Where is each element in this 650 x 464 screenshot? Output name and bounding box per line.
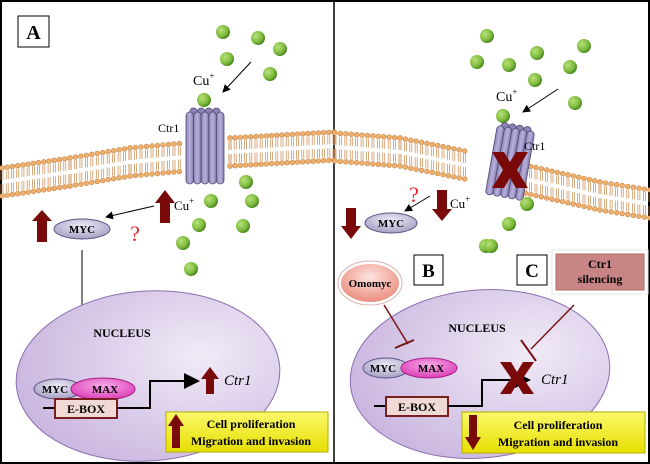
copper-ion — [184, 262, 198, 276]
inhibition-bar-icon — [520, 339, 537, 362]
outcome-line1-left: Cell proliferation — [207, 417, 296, 431]
complex-myc-label-left: MYC — [42, 384, 68, 396]
copper-ion — [502, 58, 516, 72]
inhibition-bar-icon — [394, 339, 415, 349]
ebox-label-right: E-BOX — [398, 400, 436, 414]
copper-ion — [470, 55, 484, 69]
panel-label-b-text: B — [422, 261, 435, 282]
copper-ion — [273, 42, 287, 56]
outcome-box-right-bg — [461, 411, 646, 454]
ebox-label-left: E-BOX — [67, 402, 105, 416]
ctr1-gene-label-right: Ctr1 — [541, 372, 569, 388]
copper-ion — [496, 109, 510, 123]
outcome-box-left: Cell proliferation Migration and invasio… — [165, 411, 329, 453]
myc-max-complex-right: MYC MAX — [362, 357, 458, 379]
copper-ion — [216, 25, 230, 39]
outcome-line2-left: Migration and invasion — [191, 434, 311, 448]
decrease-arrow-icon — [432, 190, 452, 221]
cu-label-bottom-right: Cu+ — [450, 194, 470, 211]
max-protein-right — [400, 357, 458, 379]
myc-protein-right: MYC — [364, 212, 418, 234]
copper-ion — [197, 93, 211, 107]
omomyc-bubble — [339, 262, 401, 304]
transcription-arrow-right — [448, 372, 531, 407]
silencing-line2: silencing — [578, 272, 623, 286]
outcome-box-right: Cell proliferation Migration and invasio… — [461, 411, 646, 454]
ctr1-gene-label-left: Ctr1 — [224, 373, 252, 389]
outcome-line1-right: Cell proliferation — [514, 418, 603, 432]
cu-label-top-left: Cu+ — [193, 71, 214, 89]
copper-ion — [563, 60, 577, 74]
increase-arrow-icon — [32, 210, 52, 242]
copper-ions-outside-left — [197, 25, 287, 107]
increase-arrow-icon — [201, 367, 219, 394]
influx-arrow-right — [522, 88, 559, 113]
question-mark-left: ? — [130, 221, 140, 246]
copper-ions-outside-right — [470, 29, 591, 123]
complex-max-label-right: MAX — [418, 363, 444, 375]
cu-label-top-right: Cu+ — [496, 87, 517, 105]
myc-label-left: MYC — [69, 224, 95, 236]
panel-label-a: A — [17, 15, 50, 48]
nucleus-label-right: NUCLEUS — [448, 321, 506, 335]
outcome-line2-right: Migration and invasion — [498, 435, 618, 449]
myc-label-right: MYC — [378, 218, 404, 230]
copper-ion — [176, 236, 190, 250]
nucleus-label-left: NUCLEUS — [93, 326, 151, 340]
copper-ion — [192, 218, 206, 232]
decrease-arrow-icon — [465, 415, 481, 450]
copper-ion — [220, 52, 234, 66]
cell-membrane-right — [332, 130, 650, 221]
ctr1-silencing-box: Ctr1 silencing — [551, 249, 649, 295]
influx-arrow-left — [222, 61, 252, 93]
copper-ions-inside-left — [176, 175, 259, 276]
increase-arrow-icon — [168, 414, 184, 448]
decrease-arrow-icon — [341, 208, 361, 239]
ctr1-label-left: Ctr1 — [158, 121, 179, 135]
omomyc-inhibition-line — [383, 304, 409, 345]
panel-label-c: C — [516, 254, 548, 286]
copper-ion — [236, 219, 250, 233]
copper-ion — [239, 175, 253, 189]
silencing-line1: Ctr1 — [588, 257, 612, 271]
copper-ion — [520, 197, 534, 211]
myc-protein-left: MYC — [53, 218, 111, 240]
outcome-box-left-bg — [165, 411, 329, 453]
panel-a: A Cu+ Ctr1 Cu+ — [0, 15, 337, 462]
cu-label-bottom-left: Cu+ — [174, 196, 194, 213]
copper-ion — [528, 73, 542, 87]
copper-ion — [568, 96, 582, 110]
copper-ion — [245, 194, 259, 208]
blocked-x-icon — [500, 362, 534, 394]
cu-to-myc-arrow-right — [404, 195, 431, 212]
panel-label-a-text: A — [26, 22, 41, 44]
copper-ion — [502, 217, 516, 231]
ctr1-label-right: Ctr1 — [524, 139, 545, 153]
myc-max-complex-left: MYC MAX — [33, 377, 136, 401]
copper-ion — [530, 46, 544, 60]
panel-label-b: B — [413, 254, 444, 286]
copper-ion — [263, 67, 277, 81]
transcription-arrow-left — [117, 373, 200, 409]
cell-membrane-left — [0, 129, 337, 199]
copper-ion — [480, 29, 494, 43]
panel-label-c-text: C — [525, 261, 539, 282]
increase-arrow-icon — [155, 190, 175, 223]
complex-myc-label-right: MYC — [370, 363, 396, 375]
ctr1-transporter-left — [185, 107, 225, 185]
copper-ion — [577, 39, 591, 53]
cu-to-myc-arrow-left — [105, 205, 155, 220]
copper-ion — [204, 194, 218, 208]
question-mark-right: ? — [409, 182, 419, 207]
omomyc-inhibitor: Omomyc — [337, 260, 403, 306]
omomyc-label: Omomyc — [349, 278, 392, 290]
panel-bc: Cu+ Ctr1 ? Cu+ MYC Omomyc — [332, 29, 650, 459]
complex-max-label-left: MAX — [92, 384, 118, 396]
copper-ion — [251, 31, 265, 45]
copper-ions-inside-right — [479, 197, 534, 253]
copper-ion — [484, 239, 498, 253]
silencing-inhibition-line — [530, 304, 575, 350]
blocked-x-icon — [492, 152, 528, 188]
